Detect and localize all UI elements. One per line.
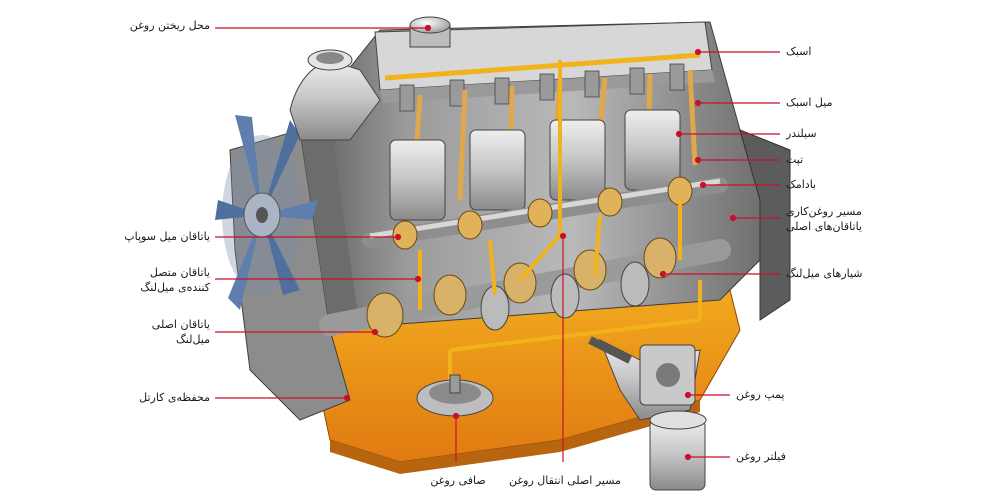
- label-cam: بادامک: [786, 178, 817, 191]
- intake-housing: [289, 49, 381, 141]
- crankshaft: [319, 237, 731, 338]
- label-rod-bearing-line2: کننده‌ی میل‌لنگ: [140, 281, 210, 294]
- label-rod-bearing-line1: یاتاقان متصل: [149, 266, 210, 279]
- cylinders: [389, 109, 681, 221]
- label-tappet: تپت: [786, 153, 804, 166]
- label-camshaft-bearing: یاتاقان میل سوپاپ: [124, 230, 210, 243]
- label-crank-grooves: شیارهای میل‌لنگ: [786, 267, 863, 280]
- camshaft: [362, 176, 728, 250]
- label-main-gallery-line1: مسیر روغن‌کاری: [786, 205, 862, 218]
- cooling-fan: [215, 115, 318, 310]
- label-oil-filter: فیلتر روغن: [736, 450, 786, 463]
- oil-filter: [649, 410, 707, 491]
- label-main-oil-line: مسیر اصلی انتقال روغن: [509, 474, 621, 487]
- label-oil-pump: پمپ روغن: [736, 388, 785, 401]
- label-rocker: اسبک: [786, 45, 812, 58]
- label-rocker-shaft: میل اسبک: [786, 96, 833, 109]
- label-main-bearing-line2: میل‌لنگ: [175, 333, 210, 346]
- rocker-shaft: [384, 52, 701, 81]
- label-main-bearing-line1: یاتاقان اصلی: [151, 318, 210, 331]
- label-oil-pan: محفظه‌ی کارتل: [139, 391, 210, 404]
- leader-lines: [215, 24, 780, 462]
- label-oil-filler: محل ریختن روغن: [129, 19, 210, 32]
- label-main-gallery-line2: یاتاقان‌های اصلی: [786, 220, 862, 233]
- label-oil-strainer: صافی روغن: [430, 474, 486, 487]
- oil-filler-cap: [409, 16, 451, 48]
- oil-pump: [588, 336, 701, 421]
- label-cylinder: سیلندر: [786, 127, 817, 140]
